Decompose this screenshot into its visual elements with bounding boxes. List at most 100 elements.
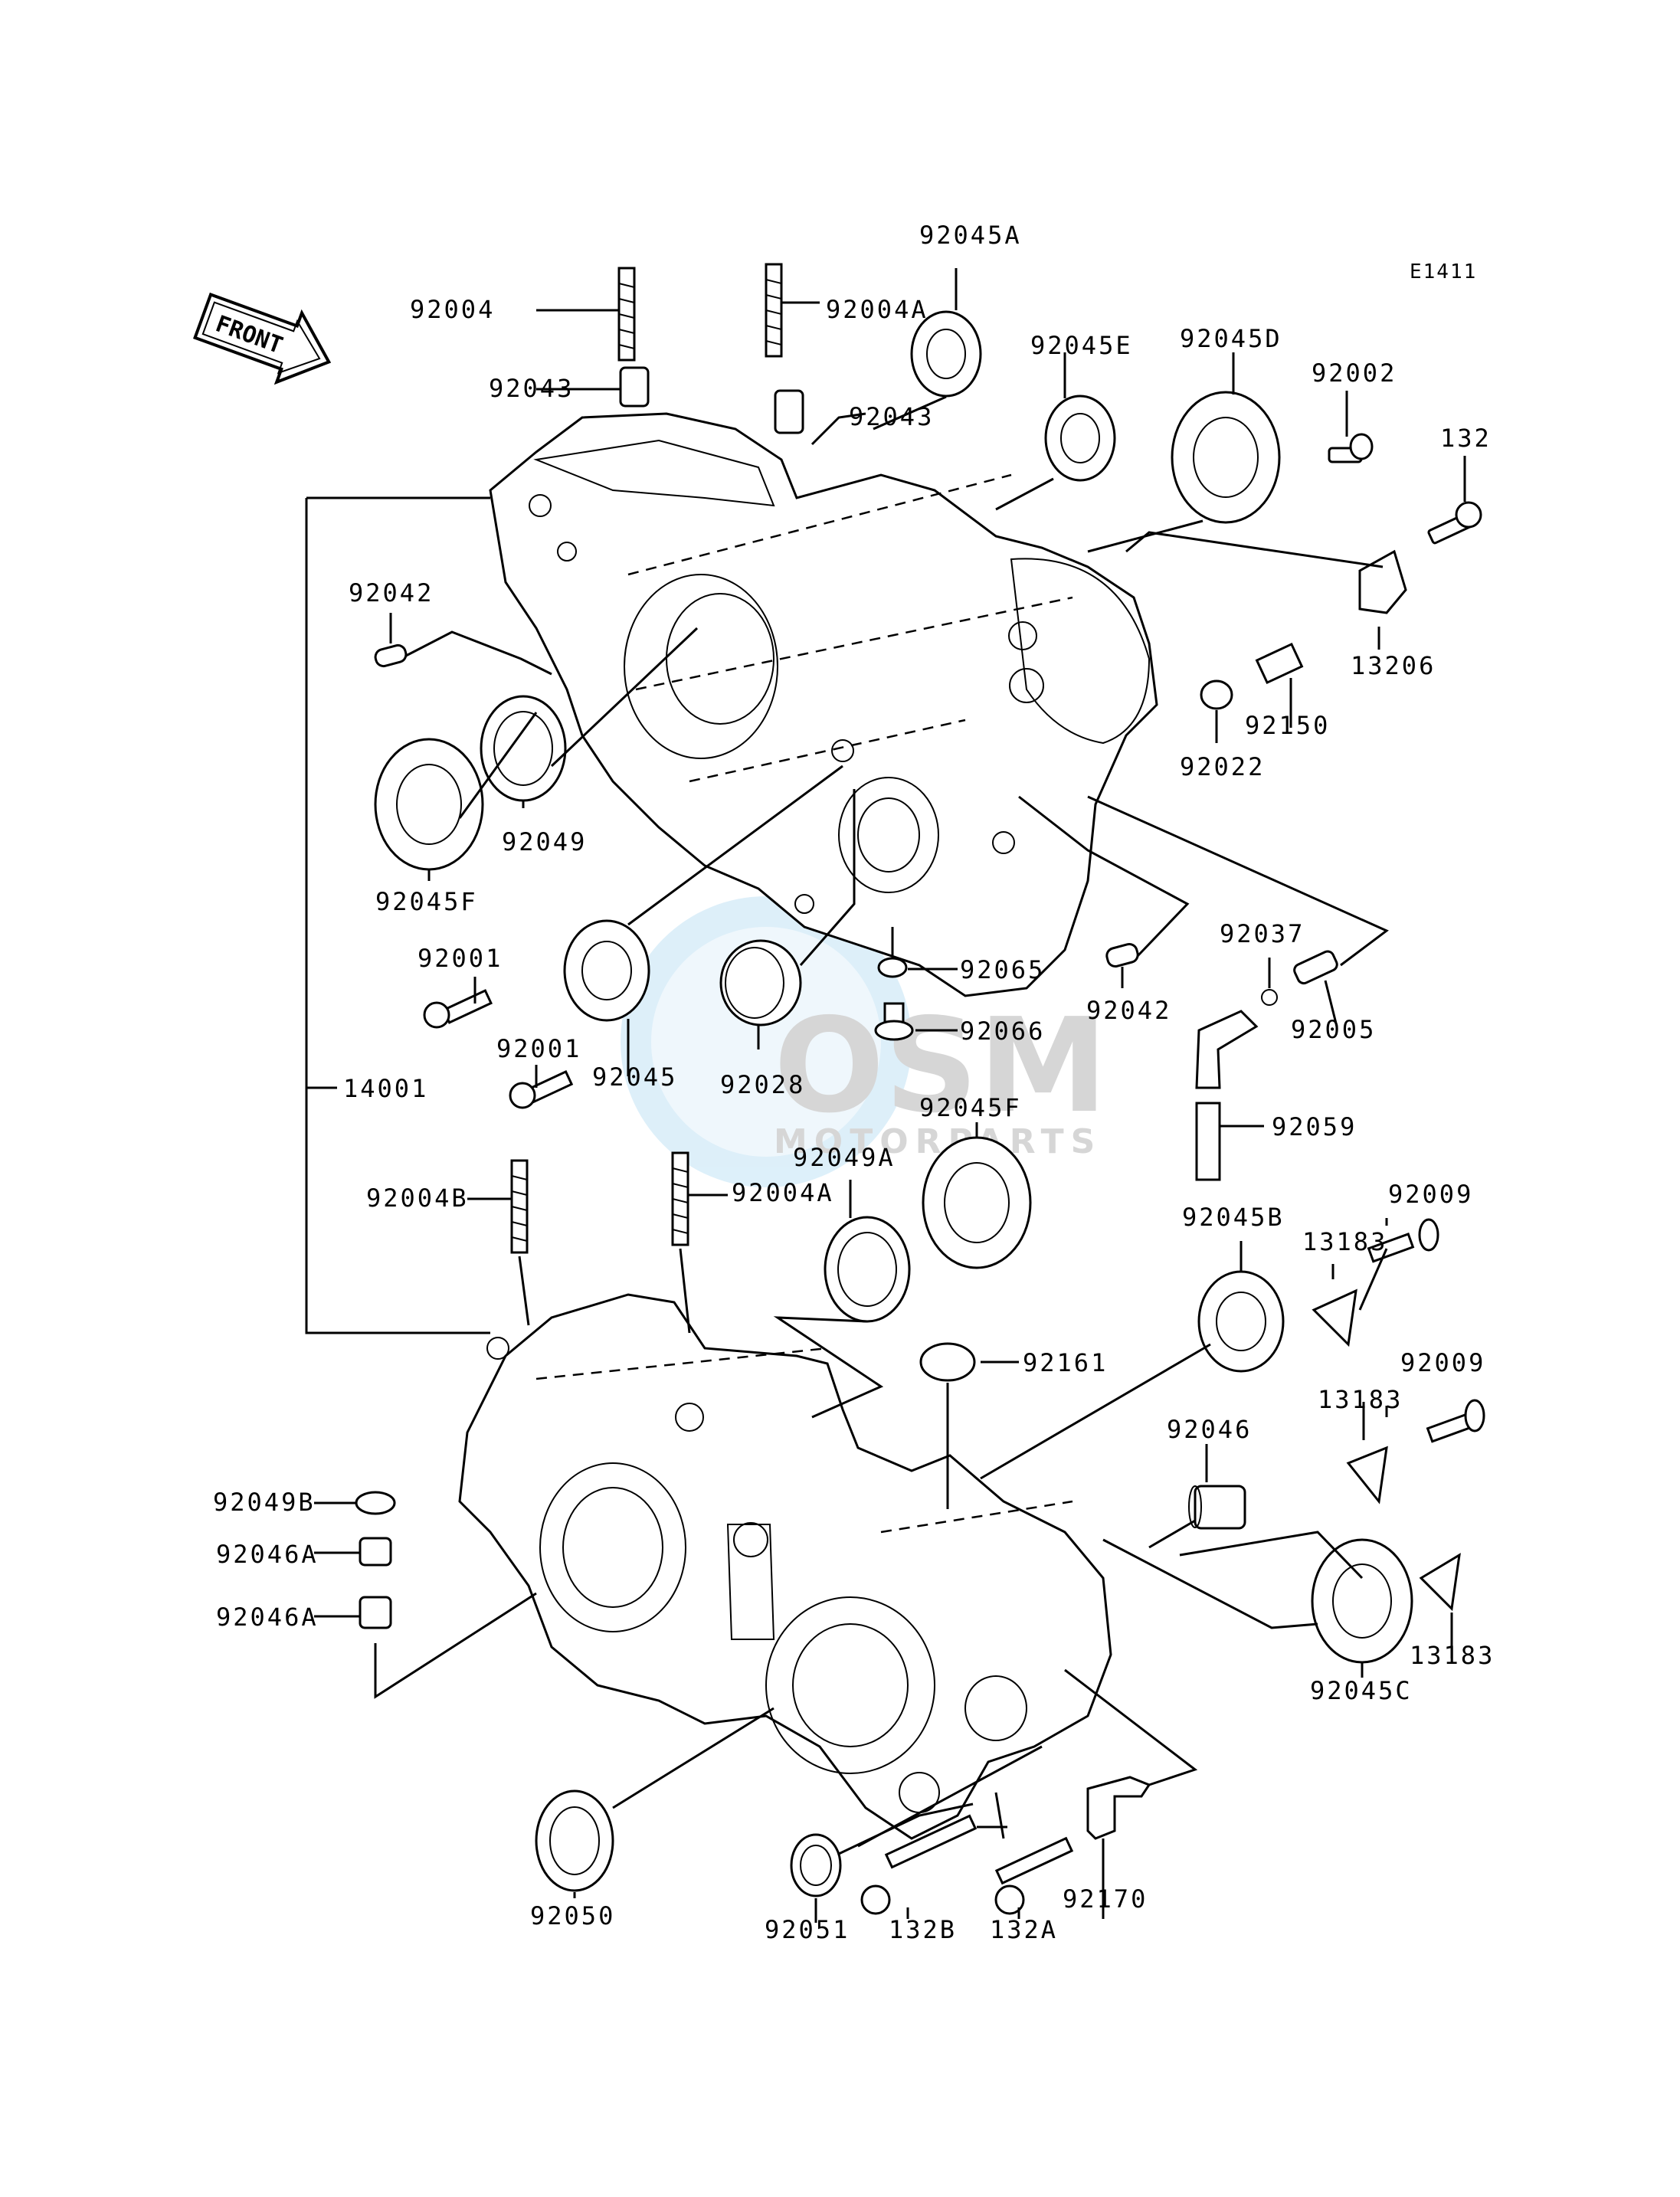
needle-bearing-92046 <box>1188 1485 1246 1530</box>
label-92043-left: 92043 <box>489 374 574 403</box>
bearing-92045b <box>1197 1270 1285 1373</box>
label-92042-right: 92042 <box>1086 996 1171 1025</box>
diagram-code: E1411 <box>1410 260 1477 283</box>
label-92051: 92051 <box>765 1915 850 1944</box>
label-13183-b: 13183 <box>1318 1385 1403 1414</box>
bearing-92045d <box>1171 391 1281 524</box>
label-92045f-mid: 92045F <box>919 1093 1022 1122</box>
label-92004a-bottom: 92004A <box>732 1178 834 1207</box>
bracket-13206 <box>1358 549 1407 614</box>
hose-92059-upper <box>1195 1010 1259 1089</box>
label-92042-left: 92042 <box>349 578 434 607</box>
upper-crankcase <box>489 412 1158 997</box>
label-13183-a: 13183 <box>1302 1227 1387 1256</box>
leader-lines <box>305 268 1466 1923</box>
clamp-92170 <box>1086 1776 1151 1840</box>
washer-92065 <box>877 957 908 978</box>
label-92028: 92028 <box>720 1070 805 1099</box>
label-92009-b: 92009 <box>1400 1348 1485 1377</box>
stud-92004a-bottom <box>671 1151 689 1246</box>
label-92059: 92059 <box>1272 1112 1357 1141</box>
label-92161: 92161 <box>1023 1348 1108 1377</box>
label-92001-a: 92001 <box>418 944 503 973</box>
oil-seal-92050 <box>535 1789 614 1892</box>
stud-92004a-top <box>765 263 783 358</box>
dowel-92042-right <box>1105 942 1139 968</box>
washer-92049b <box>355 1491 396 1515</box>
bolt-132b <box>860 1814 978 1915</box>
label-92049b: 92049B <box>213 1488 316 1517</box>
stud-92004 <box>617 267 636 362</box>
label-92049: 92049 <box>502 827 587 856</box>
bearing-92045e <box>1044 395 1116 482</box>
label-92046a-a: 92046A <box>216 1540 319 1569</box>
bolt-132a <box>994 1836 1074 1915</box>
label-92045: 92045 <box>592 1062 677 1092</box>
bolt-92001-a <box>423 989 493 1029</box>
front-arrow-icon: FRONT <box>193 292 332 385</box>
oil-seal-92049 <box>480 695 567 802</box>
plate-13183-b <box>1346 1446 1388 1505</box>
label-92045b: 92045B <box>1182 1203 1285 1232</box>
label-13206: 13206 <box>1351 651 1436 680</box>
label-92046a-b: 92046A <box>216 1603 319 1632</box>
label-92066: 92066 <box>960 1017 1045 1046</box>
label-92004: 92004 <box>410 295 495 324</box>
nipple-92005 <box>1293 950 1338 985</box>
lower-crankcase <box>458 1293 1112 1840</box>
label-92050: 92050 <box>530 1901 615 1930</box>
label-92045e: 92045E <box>1030 331 1133 360</box>
bolt-132 <box>1427 501 1482 545</box>
dowel-92043-left <box>619 366 650 408</box>
label-92049a: 92049A <box>793 1143 896 1172</box>
label-132b: 132B <box>889 1915 957 1944</box>
washer-92022 <box>1200 679 1233 710</box>
label-92004b: 92004B <box>366 1184 469 1213</box>
label-92009-a: 92009 <box>1388 1180 1473 1209</box>
needle-bearing-92046a-a <box>359 1537 392 1567</box>
label-13183-c: 13183 <box>1410 1641 1495 1670</box>
label-92001-b: 92001 <box>496 1034 581 1063</box>
label-92005: 92005 <box>1291 1015 1376 1044</box>
label-92045a: 92045A <box>919 221 1022 250</box>
plate-13183-a <box>1312 1288 1357 1347</box>
watermark-sub: MOTORPARTS <box>774 1122 1102 1161</box>
label-92022: 92022 <box>1180 752 1265 781</box>
label-92045c: 92045C <box>1310 1676 1413 1705</box>
bearing-92045c <box>1311 1538 1413 1664</box>
oil-seal-92049a <box>824 1216 911 1323</box>
plate-13183-c <box>1419 1553 1461 1612</box>
bolt-92001-b <box>509 1070 574 1109</box>
needle-bearing-92046a-b <box>359 1596 392 1629</box>
screw-92009-a <box>1367 1218 1439 1263</box>
watermark: OSM MOTORPARTS <box>621 896 1108 1187</box>
label-92002: 92002 <box>1312 359 1397 388</box>
bearing-92045f-mid <box>922 1136 1032 1269</box>
label-92004a-top: 92004A <box>826 295 928 324</box>
oil-seal-92051 <box>790 1833 842 1897</box>
fitting-92150 <box>1255 642 1304 685</box>
clamp-92037 <box>1261 989 1278 1006</box>
label-92037: 92037 <box>1220 919 1305 948</box>
bearing-92045 <box>563 919 650 1022</box>
label-92045f-left: 92045F <box>375 887 478 916</box>
label-92065: 92065 <box>960 955 1045 984</box>
bearing-92045f-left <box>374 738 484 871</box>
label-92170: 92170 <box>1063 1884 1148 1914</box>
label-92043-right: 92043 <box>849 402 934 431</box>
collar-92028 <box>719 939 802 1026</box>
label-132a: 132A <box>990 1915 1058 1944</box>
label-92045d: 92045D <box>1180 324 1282 353</box>
screw-92009-b <box>1426 1399 1485 1443</box>
label-132: 132 <box>1440 424 1492 453</box>
hose-92059-lower <box>1195 1102 1221 1181</box>
label-92046: 92046 <box>1167 1415 1252 1444</box>
plug-92066 <box>874 1002 914 1041</box>
label-92150: 92150 <box>1245 711 1330 740</box>
bearing-92045a <box>910 310 982 398</box>
label-14001: 14001 <box>343 1074 428 1103</box>
watermark-main: OSM <box>774 990 1108 1142</box>
stud-92004b <box>510 1159 529 1254</box>
part-labels: 92004 92004A 92045A 92045E 92045D 92002 … <box>213 221 1495 1944</box>
